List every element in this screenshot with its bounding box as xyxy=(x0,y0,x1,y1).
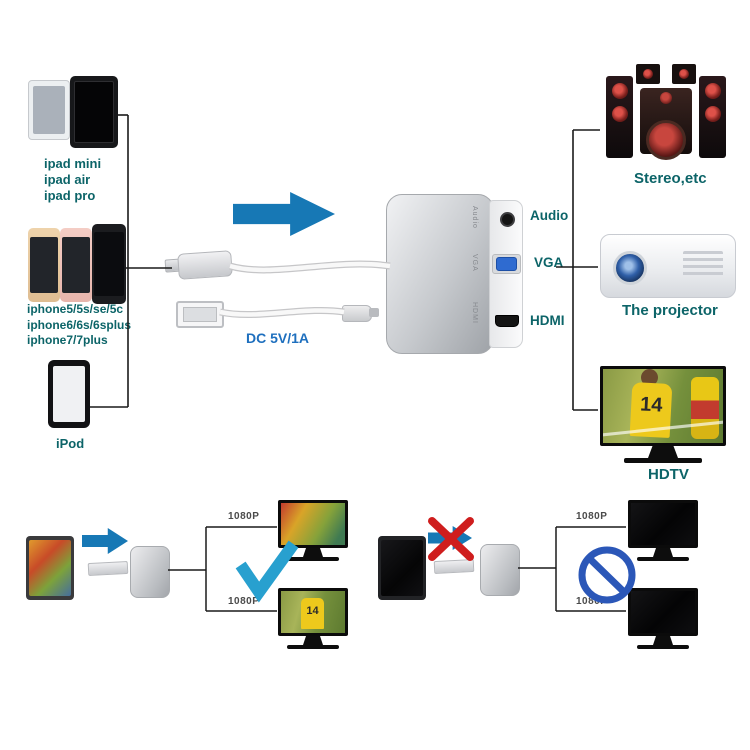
adapter-small2-icon xyxy=(480,544,520,596)
usb-cable xyxy=(219,306,345,319)
vga-port xyxy=(496,257,517,271)
resolution-label-3: 1080P xyxy=(576,511,608,522)
ipod-icon xyxy=(48,360,90,428)
dc-power-label: DC 5V/1A xyxy=(246,330,310,346)
right-bracket xyxy=(556,129,600,411)
ipad-labels: ipad mini ipad air ipad pro xyxy=(44,156,101,204)
resolution-label-1: 1080P xyxy=(228,511,260,522)
stereo-label: Stereo,etc xyxy=(634,170,707,187)
lightning-cable xyxy=(229,260,391,274)
ipad-pro-label: ipad pro xyxy=(44,188,96,203)
audio-jack-port xyxy=(500,212,515,227)
iphone-rose-icon xyxy=(60,228,92,302)
iphone-gold-icon xyxy=(28,228,60,302)
iphone6-label: iphone6/6s/6splus xyxy=(27,317,132,332)
projector-icon xyxy=(600,234,736,298)
usb-plug-icon xyxy=(176,301,224,328)
micro-usb-tip-icon xyxy=(369,308,379,317)
monitor-off-bottom-icon xyxy=(628,588,698,649)
hdmi-port xyxy=(495,315,519,327)
split-lines-left xyxy=(168,526,277,612)
monitor-color-bottom-icon: 14 xyxy=(278,588,348,649)
lightning-connector-icon xyxy=(177,250,233,280)
resolution-label-2: 1080P xyxy=(228,596,260,607)
tablet-color-icon xyxy=(26,536,74,600)
arrow-right-icon xyxy=(233,192,335,236)
ipad-mini-label: ipad mini xyxy=(44,156,102,171)
ipad-silver-icon xyxy=(28,80,70,140)
adapter-vga-print: VGA xyxy=(471,254,478,272)
monitor-off-top-icon xyxy=(628,500,698,561)
vga-label: VGA xyxy=(534,255,564,270)
arrow-right-small-icon xyxy=(82,528,128,554)
stereo-speakers-icon xyxy=(606,64,726,164)
hdmi-label: HDMI xyxy=(530,313,565,328)
ipod-label: iPod xyxy=(56,436,85,451)
split-lines-right xyxy=(518,526,626,612)
tablet-black-icon xyxy=(378,536,426,600)
iphone-labels: iphone5/5s/se/5c iphone6/6s/6splus iphon… xyxy=(27,302,131,349)
iphone-black-icon xyxy=(92,224,126,304)
projector-label: The projector xyxy=(622,302,718,319)
monitor-jersey: 14 xyxy=(301,598,324,629)
ipad-black-icon xyxy=(70,76,118,148)
prohibition-icon xyxy=(578,546,636,604)
adapter-audio-print: Audio xyxy=(471,206,478,229)
adapter-body xyxy=(386,194,494,354)
arrow-right-crossed-icon xyxy=(428,526,472,550)
audio-label: Audio xyxy=(530,208,569,223)
lightning-connector-small-icon xyxy=(87,560,129,577)
iphone5-label: iphone5/5s/se/5c xyxy=(27,302,124,316)
micro-usb-icon xyxy=(342,305,372,322)
monitor-color-top-icon xyxy=(278,500,348,561)
hdtv-icon: 14 xyxy=(600,366,726,463)
adapter-small-icon xyxy=(130,546,170,598)
adapter-hdmi-print: HDMI xyxy=(471,302,478,324)
resolution-label-4: 1080P xyxy=(576,596,608,607)
iphone7-label: iphone7/7plus xyxy=(27,333,108,347)
hdtv-label: HDTV xyxy=(648,466,689,483)
ipad-air-label: ipad air xyxy=(44,172,91,187)
lightning-connector-small2-icon xyxy=(433,558,475,575)
